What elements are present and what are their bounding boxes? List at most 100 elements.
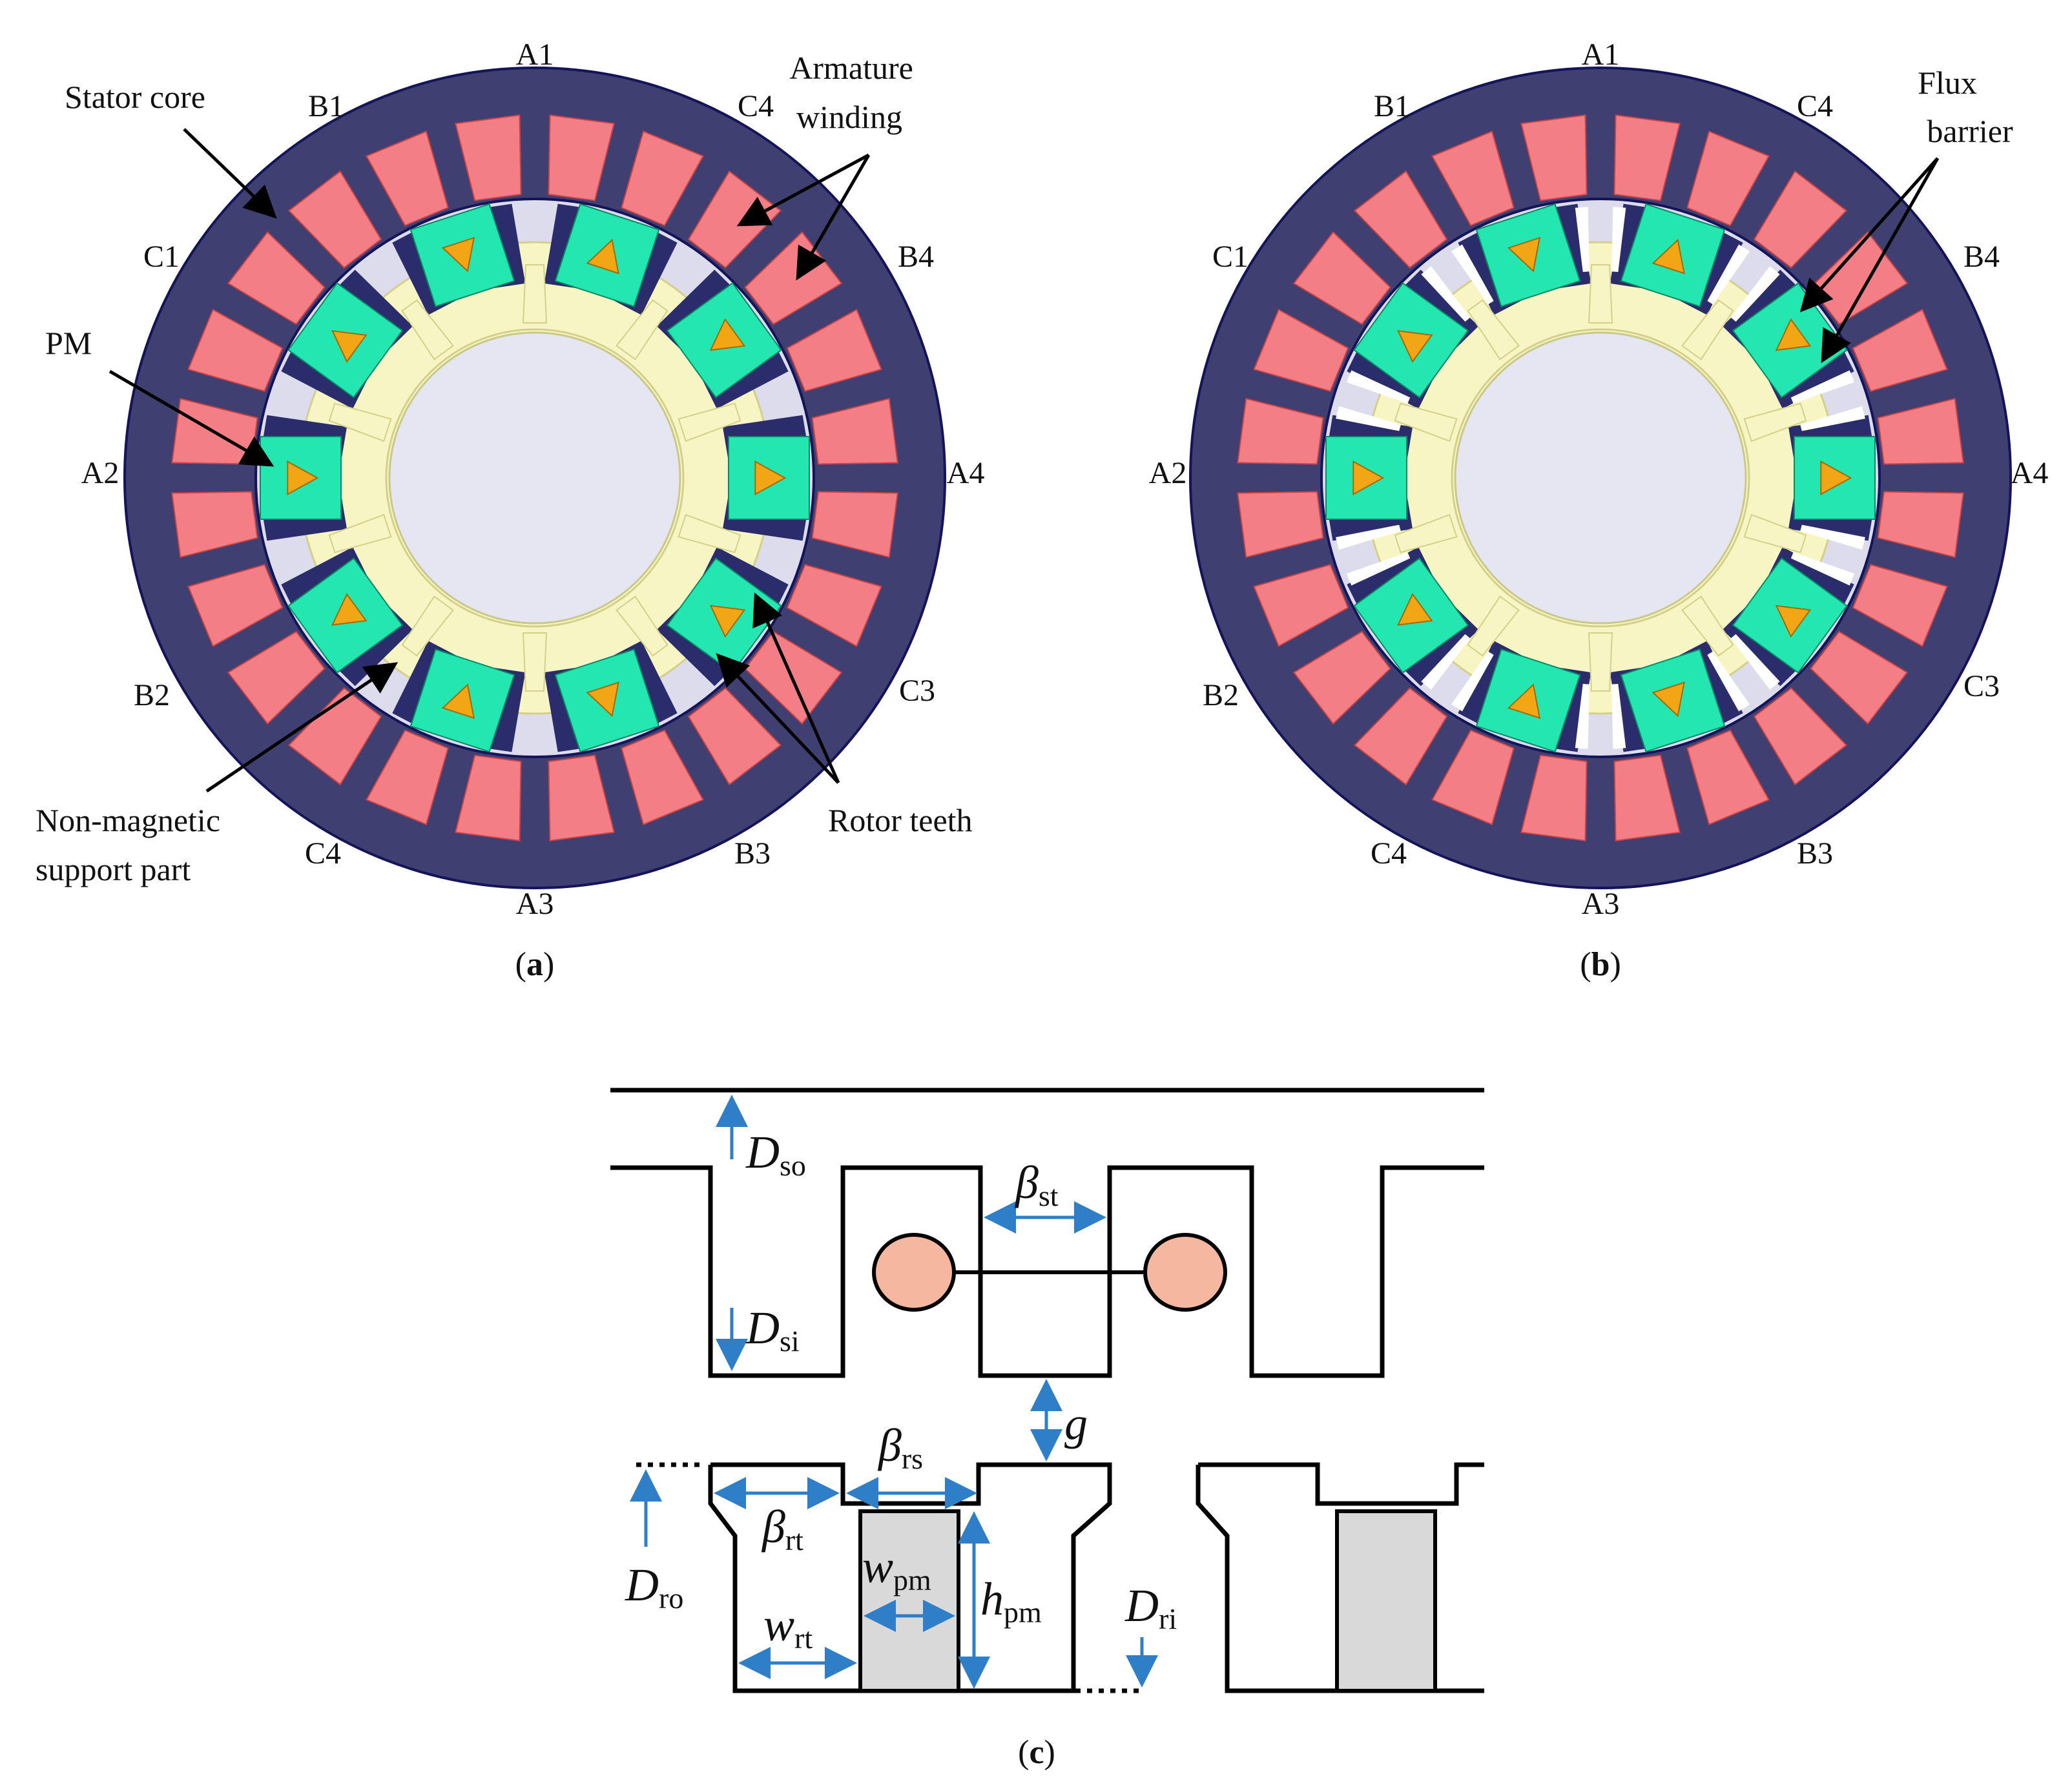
flux-barrier (1575, 207, 1590, 273)
support-spoke (1743, 402, 1807, 442)
flux-barrier-label-line2: barrier (1927, 113, 2013, 149)
flux-barrier-label-line1: Flux (1918, 65, 1977, 101)
support-spoke (1681, 299, 1734, 360)
flux-barrier (1451, 651, 1494, 712)
support-spoke (1394, 513, 1458, 553)
flux-barrier (1451, 244, 1494, 305)
phase-label: B4 (1963, 240, 2000, 274)
flux-barrier (1421, 634, 1471, 690)
rotor-teeth-leader-1 (752, 592, 840, 784)
flux-barrier-leader-2 (1821, 157, 1940, 364)
symbol-beta-st: βst (1014, 1157, 1059, 1212)
flux-barrier-leader-1 (1799, 157, 1939, 313)
magnetization-arrow (586, 681, 619, 718)
armature-coil (621, 729, 704, 825)
phase-label: C3 (899, 674, 935, 708)
symbol-d-ri: Dri (1124, 1580, 1177, 1635)
armature-coil (1686, 130, 1770, 227)
support-spoke (1743, 513, 1807, 553)
magnetization-arrow (441, 683, 475, 719)
caption-b: (b) (1580, 946, 1621, 983)
phase-label: A1 (1582, 37, 1620, 72)
symbol-beta-rs: βrs (877, 1420, 923, 1475)
rotor-profile-1 (708, 1462, 1112, 1693)
armature-winding-label-line1: Armature (789, 50, 913, 86)
phase-label: A2 (1149, 456, 1187, 490)
armature-coil (1753, 170, 1848, 269)
phase-label: A4 (947, 456, 985, 490)
armature-winding-leader-2 (796, 154, 871, 281)
armature-coil (1353, 170, 1448, 269)
rotor-profile-2-side (1196, 1465, 1484, 1693)
flux-barrier (1800, 406, 1865, 431)
flux-barrier (1800, 524, 1865, 550)
phase-label: A1 (516, 37, 554, 72)
support-spoke (1681, 595, 1734, 657)
armature-coil (687, 170, 782, 269)
panel-a-phase-labels: A1 B1 C1 A2 B2 C4 A3 B3 C3 A4 B4 C4 (81, 37, 985, 921)
armature-coil (1852, 564, 1948, 647)
coil-conductor-right (1143, 1233, 1227, 1312)
flux-barrier (1346, 552, 1411, 586)
rotor-teeth-leader-2 (716, 653, 840, 784)
support-spoke (1394, 402, 1458, 442)
support-spoke (1588, 632, 1613, 692)
armature-coil (187, 564, 284, 647)
armature-coil (287, 687, 382, 786)
flux-barrier (1346, 370, 1411, 404)
flux-barrier (1336, 524, 1401, 550)
armature-coil (1253, 309, 1349, 392)
phase-label: A3 (1582, 887, 1620, 921)
pm-block-2 (1335, 1509, 1437, 1693)
magnetization-arrow (1775, 318, 1812, 351)
symbol-g: g (1064, 1398, 1088, 1449)
panel-b-cross-section (1189, 67, 2012, 889)
armature-coil (811, 398, 898, 465)
magnetization-arrow (1507, 236, 1541, 273)
flux-barrier (1790, 552, 1855, 586)
symbol-d-so: Dso (745, 1126, 806, 1182)
symbol-w-pm: wpm (862, 1541, 931, 1596)
flux-barrier (1707, 244, 1750, 305)
magnetization-arrow (441, 236, 475, 273)
armature-coil (1810, 630, 1909, 725)
armature-coil (1877, 398, 1964, 465)
phase-label: C1 (143, 240, 180, 274)
flux-barrier (1575, 683, 1590, 749)
armature-coil (227, 231, 326, 325)
magnetization-arrow (1396, 330, 1433, 363)
phase-label: C1 (1212, 240, 1248, 274)
support-spoke (328, 513, 392, 553)
magnetization-arrow (754, 460, 787, 495)
flux-barrier (1730, 634, 1780, 690)
support-spoke (616, 595, 668, 657)
phase-label: A2 (81, 456, 119, 490)
armature-coil (811, 491, 898, 558)
shaft (1454, 331, 1747, 625)
phase-label: B4 (898, 240, 934, 274)
non-magnetic-leader (205, 662, 399, 793)
armature-coil (1292, 630, 1391, 725)
non-magnetic-label-line2: support part (36, 851, 191, 887)
support-spoke (401, 299, 454, 360)
armature-coil (366, 130, 449, 227)
support-spoke (328, 402, 392, 442)
rotor-profile-2 (1198, 1462, 1484, 1506)
armature-coil (455, 114, 522, 201)
phase-label: C3 (1963, 669, 2000, 703)
phase-label: C4 (1797, 89, 1833, 123)
armature-coil (171, 491, 258, 558)
armature-coil (548, 754, 615, 842)
armature-coil (1431, 729, 1515, 825)
magnetization-arrow (1396, 593, 1433, 626)
symbol-h-pm: hpm (980, 1573, 1042, 1629)
armature-coil (1686, 729, 1770, 825)
armature-coil (1292, 231, 1391, 325)
armature-coil (1253, 564, 1349, 647)
phase-label: C4 (1371, 836, 1407, 871)
armature-coil (187, 309, 284, 392)
shaft (388, 331, 681, 625)
symbol-w-rt: wrt (763, 1599, 813, 1655)
armature-coil (1520, 114, 1588, 201)
